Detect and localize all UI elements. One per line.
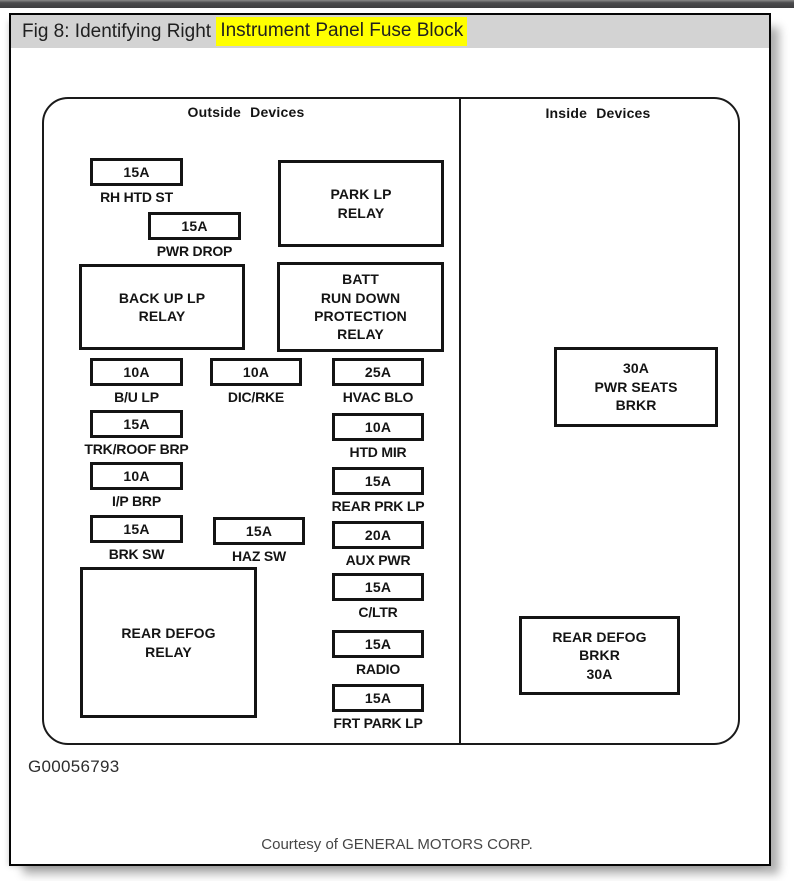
fuse-rear-prk-lp: 15A REAR PRK LP <box>332 467 425 514</box>
fuse-amp-box: 15A <box>90 515 183 543</box>
figure-caption-prefix: Fig 8: Identifying Right <box>22 20 217 42</box>
fuse-label: DIC/RKE <box>227 389 285 405</box>
fuse-label: RADIO <box>355 661 401 677</box>
section-divider-line <box>459 98 461 744</box>
fuse-amp-box: 15A <box>90 410 183 438</box>
park-lp-relay-box: PARK LP RELAY <box>278 160 444 247</box>
fuse-amp-box: 15A <box>332 630 424 658</box>
browser-top-strip <box>0 0 794 8</box>
fuse-trk-roof-brp: 15A TRK/ROOF BRP <box>84 410 189 457</box>
figure-caption-highlight: Instrument Panel Fuse Block <box>216 17 468 46</box>
fuse-label: PWR DROP <box>156 243 233 259</box>
fuse-brk-sw: 15A BRK SW <box>90 515 183 562</box>
fuse-amp-box: 25A <box>332 358 424 386</box>
fuse-htd-mir: 10A HTD MIR <box>332 413 424 460</box>
fuse-label: RH HTD ST <box>100 189 173 205</box>
fuse-label: BRK SW <box>108 546 165 562</box>
fuse-label: HAZ SW <box>231 548 287 564</box>
fuse-amp-box: 15A <box>332 684 424 712</box>
fuse-pwr-drop: 15A PWR DROP <box>148 212 241 259</box>
fuse-amp-box: 10A <box>90 462 183 490</box>
fuse-ip-brp: 10A I/P BRP <box>90 462 183 509</box>
fuse-hvac-blo: 25A HVAC BLO <box>332 358 424 405</box>
fuse-aux-pwr: 20A AUX PWR <box>332 521 424 568</box>
section-label-inside-devices: Inside Devices <box>545 105 651 121</box>
fuse-amp-box: 15A <box>148 212 241 240</box>
pwr-seats-breaker-box: 30A PWR SEATS BRKR <box>554 347 718 427</box>
fuse-dic-rke: 10A DIC/RKE <box>210 358 302 405</box>
fuse-haz-sw: 15A HAZ SW <box>213 517 305 564</box>
fuse-block-outline <box>42 97 740 745</box>
section-label-outside-devices: Outside Devices <box>187 104 305 120</box>
fuse-amp-box: 10A <box>332 413 424 441</box>
fuse-label: I/P BRP <box>112 493 161 509</box>
fuse-label: HVAC BLO <box>342 389 414 405</box>
batt-run-down-protection-relay-box: BATT RUN DOWN PROTECTION RELAY <box>277 262 444 352</box>
fuse-amp-box: 10A <box>210 358 302 386</box>
fuse-label: FRT PARK LP <box>333 715 423 731</box>
figure-caption-bar: Fig 8: Identifying Right Instrument Pane… <box>11 15 769 48</box>
fuse-label: TRK/ROOF BRP <box>84 441 189 457</box>
figure-id: G00056793 <box>28 757 120 776</box>
back-up-lp-relay-box: BACK UP LP RELAY <box>79 264 245 350</box>
rear-defog-breaker-box: REAR DEFOG BRKR 30A <box>519 616 680 695</box>
fuse-label: C/LTR <box>358 604 398 620</box>
fuse-amp-box: 15A <box>213 517 305 545</box>
fuse-cltr: 15A C/LTR <box>332 573 424 620</box>
fuse-amp-box: 15A <box>332 573 424 601</box>
fuse-label: HTD MIR <box>349 444 407 460</box>
fuse-label: AUX PWR <box>345 552 411 568</box>
fuse-amp-box: 15A <box>332 467 424 495</box>
fuse-amp-box: 15A <box>90 158 183 186</box>
fuse-label: REAR PRK LP <box>331 498 425 514</box>
fuse-radio: 15A RADIO <box>332 630 424 677</box>
rear-defog-relay-box: REAR DEFOG RELAY <box>80 567 257 718</box>
fuse-bu-lp: 10A B/U LP <box>90 358 183 405</box>
fuse-frt-park-lp: 15A FRT PARK LP <box>332 684 424 731</box>
fuse-amp-box: 20A <box>332 521 424 549</box>
fuse-label: B/U LP <box>114 389 159 405</box>
fuse-rh-htd-st: 15A RH HTD ST <box>90 158 183 205</box>
fuse-amp-box: 10A <box>90 358 183 386</box>
courtesy-credit: Courtesy of GENERAL MOTORS CORP. <box>261 836 533 853</box>
